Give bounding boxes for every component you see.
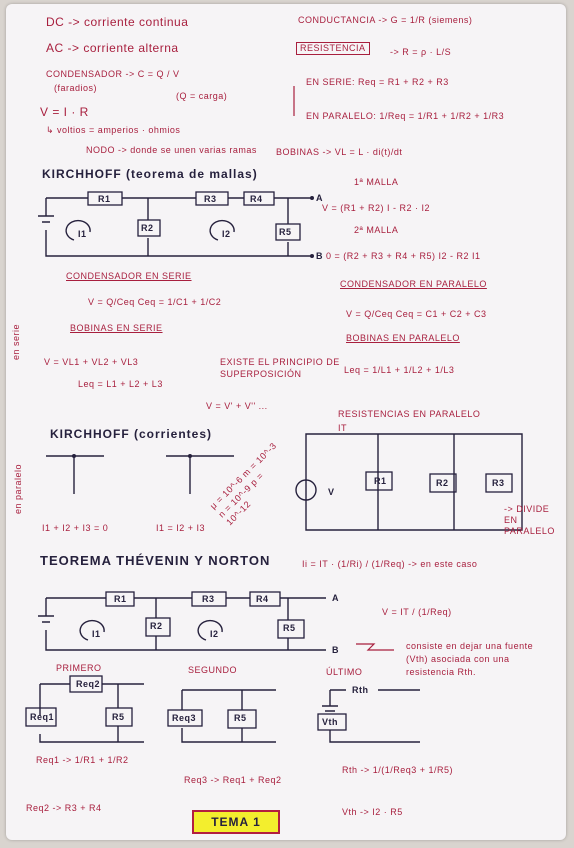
reduction-steps — [25, 675, 420, 743]
leq-series: Leq = L1 + L2 + L3 — [78, 379, 163, 389]
total-current-label: IT — [338, 423, 347, 433]
faradios-note: (faradios) — [54, 83, 98, 93]
leq-parallel: Leq = 1/L1 + 1/L2 + 1/L3 — [344, 365, 455, 375]
label-v-par: V — [328, 487, 335, 497]
label-r5-a: R5 — [279, 227, 292, 237]
label-node-b2: B — [332, 645, 339, 655]
parallel-resistance: EN PARALELO: 1/Req = 1/R1 + 1/R2 + 1/R3 — [306, 111, 505, 121]
vl-sum: V = VL1 + VL2 + VL3 — [44, 357, 139, 367]
conductancia-formula: CONDUCTANCIA -> G = 1/R (siemens) — [298, 15, 473, 25]
nodo-definition: NODO -> donde se unen varias ramas — [86, 145, 257, 155]
resistencias-paralelo-title: RESISTENCIAS EN PARALELO — [338, 409, 481, 419]
kirchhoff-circuit-1 — [38, 191, 314, 258]
thevenin-title: TEOREMA THÉVENIN Y NORTON — [40, 553, 271, 568]
units-note: ↳ voltios = amperios · ohmios — [46, 125, 181, 135]
ac-definition: AC -> corriente alterna — [46, 41, 179, 55]
thevenin-description: consiste en dejar una fuente (Vth) asoci… — [406, 641, 534, 678]
thevenin-circuit — [38, 591, 394, 651]
cond-serie-formula: V = Q/Ceq Ceq = 1/C1 + 1/C2 — [88, 297, 222, 307]
label-i1-b: I1 — [92, 629, 101, 639]
label-r3-a: R3 — [204, 194, 217, 204]
resistivity-formula: -> R = ρ · L/S — [390, 47, 452, 57]
malla-2-equation: 0 = (R2 + R3 + R4 + R5) I2 - R2 I1 — [326, 251, 481, 261]
side-note-serie: en serie — [11, 323, 21, 360]
label-req2-1: Req2 — [76, 679, 101, 689]
label-rth: Rth — [352, 685, 369, 695]
label-req3-2: Req3 — [172, 713, 197, 723]
series-resistance: EN SERIE: Req = R1 + R2 + R3 — [306, 77, 449, 87]
label-r2-a: R2 — [141, 223, 154, 233]
voltage-total-formula: V = IT / (1/Req) — [382, 607, 452, 617]
label-r4-b: R4 — [256, 594, 269, 604]
label-r5-b: R5 — [283, 623, 296, 633]
vth-formula: Vth -> I2 · R5 — [342, 807, 403, 817]
label-r1-a: R1 — [98, 194, 111, 204]
malla-1-label: 1ª MALLA — [354, 177, 399, 187]
cond-paralelo-formula: V = Q/Ceq Ceq = C1 + C2 + C3 — [346, 309, 487, 319]
divide-note: -> DIVIDE EN PARALELO — [504, 504, 555, 536]
superposition-note: EXISTE EL PRINCIPIO DE SUPERPOSICIÓN — [220, 357, 340, 380]
label-r1-par: R1 — [374, 476, 387, 486]
cond-paralelo-title: CONDENSADOR EN PARALELO — [340, 279, 487, 289]
label-r2-b: R2 — [150, 621, 163, 631]
label-req1-1: Req1 — [30, 712, 55, 722]
step-segundo: SEGUNDO — [188, 665, 238, 675]
rth-formula: Rth -> 1/(1/Req3 + 1/R5) — [342, 765, 454, 775]
step-primero: PRIMERO — [56, 663, 102, 673]
carga-note: (Q = carga) — [176, 91, 228, 101]
bobinas-paralelo-title: BOBINAS EN PARALELO — [346, 333, 460, 343]
req3-formula: Req3 -> Req1 + Req2 — [184, 775, 282, 785]
circuit-drawings — [25, 86, 523, 743]
label-r1-b: R1 — [114, 594, 127, 604]
tema-label: TEMA 1 — [192, 810, 280, 834]
node-equation-b: I1 = I2 + I3 — [156, 523, 206, 533]
current-divider-formula: Ii = IT · (1/Ri) / (1/Req) -> en este ca… — [302, 559, 478, 569]
capacitor-formula: CONDENSADOR -> C = Q / V — [46, 69, 180, 79]
label-i2-a: I2 — [222, 229, 231, 239]
kirchhoff-mallas-title: KIRCHHOFF (teorema de mallas) — [42, 167, 258, 181]
arrow-mark — [356, 643, 394, 651]
label-r3-b: R3 — [202, 594, 215, 604]
label-r3-par: R3 — [492, 478, 505, 488]
dc-definition: DC -> corriente continua — [46, 15, 189, 29]
label-node-b: B — [316, 251, 323, 261]
superposition-formula: V = V' + V'' ... — [206, 401, 268, 411]
label-i2-b: I2 — [210, 629, 219, 639]
bobinas-formula: BOBINAS -> VL = L · di(t)/dt — [276, 147, 403, 157]
label-r5-1: R5 — [112, 712, 125, 722]
label-vth: Vth — [322, 717, 338, 727]
kirchhoff-corrientes-title: KIRCHHOFF (corrientes) — [50, 427, 213, 441]
label-node-a: A — [316, 193, 323, 203]
tema-text: TEMA 1 — [211, 815, 261, 829]
label-r5-2: R5 — [234, 713, 247, 723]
label-i1-a: I1 — [78, 229, 87, 239]
cond-serie-title: CONDENSADOR EN SERIE — [66, 271, 192, 281]
node-equation-a: I1 + I2 + I3 = 0 — [42, 523, 109, 533]
req1-formula: Req1 -> 1/R1 + 1/R2 — [36, 755, 129, 765]
label-r2-par: R2 — [436, 478, 449, 488]
step-ultimo: ÚLTIMO — [326, 667, 363, 677]
malla-2-label: 2ª MALLA — [354, 225, 399, 235]
side-note-paralelo: en paralelo — [13, 463, 23, 514]
parallel-circuit — [295, 433, 523, 531]
bobinas-serie-title: BOBINAS EN SERIE — [70, 323, 163, 333]
resistencia-heading: RESISTENCIA — [296, 42, 370, 55]
node-diagrams — [46, 454, 234, 494]
malla-1-equation: V = (R1 + R2) I - R2 · I2 — [322, 203, 431, 213]
notes-sheet: DC -> corriente continua AC -> corriente… — [6, 4, 566, 840]
label-node-a2: A — [332, 593, 339, 603]
ohm-law: V = I · R — [40, 105, 89, 119]
label-r4-a: R4 — [250, 194, 263, 204]
req2-formula: Req2 -> R3 + R4 — [26, 803, 102, 813]
